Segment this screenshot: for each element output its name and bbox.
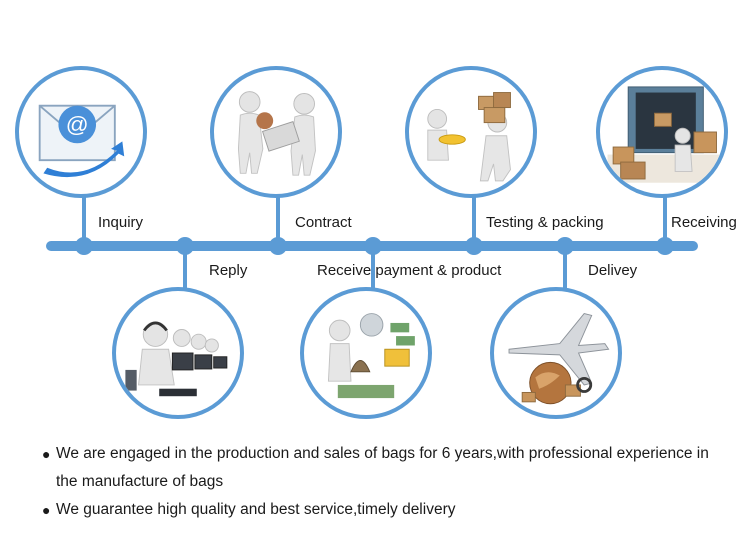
step-label-contract: Contract — [295, 214, 352, 231]
step-circle-payment — [300, 287, 432, 419]
timeline-node-testing — [465, 237, 483, 255]
step-label-testing: Testing & packing — [486, 214, 604, 231]
step-label-inquiry: Inquiry — [98, 214, 144, 231]
email-envelope-icon: @ — [38, 104, 125, 178]
bullet-icon: ● — [42, 502, 51, 518]
note-text: We are engaged in the production and sal… — [56, 445, 709, 490]
step-label-delivery: Delivey — [588, 262, 638, 279]
note-item: ● We guarantee high quality and best ser… — [42, 496, 732, 524]
stem-testing — [472, 196, 476, 242]
stem-receiving — [663, 196, 667, 242]
step-circle-testing — [405, 66, 537, 198]
stem-inquiry — [82, 196, 86, 242]
timeline-node-payment — [364, 237, 382, 255]
money-payment-icon — [327, 313, 415, 399]
step-label-receiving: Receiving — [671, 214, 737, 231]
step-circle-reply — [112, 287, 244, 419]
step-circle-inquiry: @ — [15, 66, 147, 198]
customer-service-team-icon — [125, 321, 228, 397]
step-circle-delivery — [490, 287, 622, 419]
note-item: ● We are engaged in the production and s… — [42, 440, 732, 496]
step-circle-receiving — [596, 66, 728, 198]
step-label-reply: Reply — [209, 262, 248, 279]
feature-notes: ● We are engaged in the production and s… — [42, 440, 732, 524]
handshake-contract-icon — [237, 91, 316, 176]
step-label-payment: Receive payment & product — [317, 262, 502, 279]
note-text: We guarantee high quality and best servi… — [56, 501, 456, 518]
timeline-node-inquiry — [75, 237, 93, 255]
step-circle-contract — [210, 66, 342, 198]
packing-boxes-icon — [427, 92, 511, 182]
timeline-node-contract — [269, 237, 287, 255]
stem-delivery — [563, 250, 567, 296]
timeline-node-delivery — [556, 237, 574, 255]
stem-payment — [371, 250, 375, 296]
timeline-node-reply — [176, 237, 194, 255]
container-boxes-icon — [607, 86, 721, 183]
airplane-globe-icon — [508, 313, 610, 405]
stem-contract — [276, 196, 280, 242]
svg-text:@: @ — [66, 112, 89, 137]
stem-reply — [183, 250, 187, 296]
timeline-node-receiving — [656, 237, 674, 255]
bullet-icon: ● — [42, 446, 51, 462]
